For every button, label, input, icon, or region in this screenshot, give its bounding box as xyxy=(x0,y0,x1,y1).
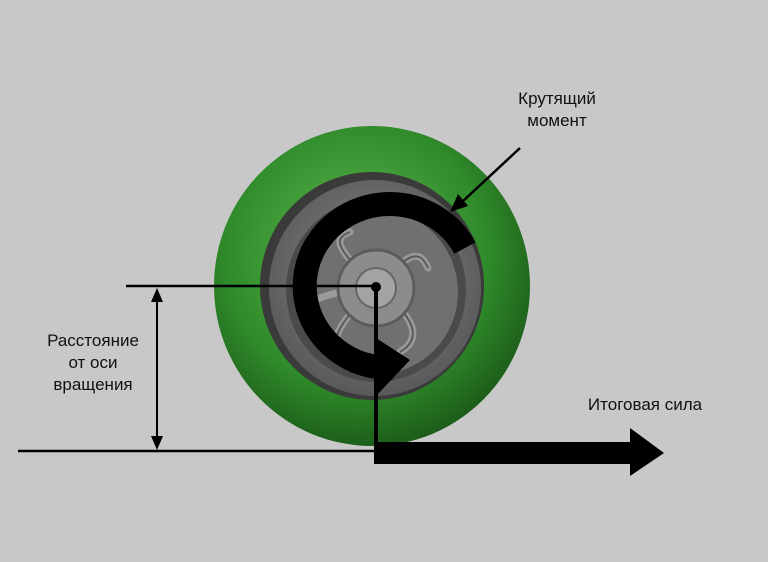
distance-label-line-3: вращения xyxy=(53,375,133,394)
torque-arc xyxy=(292,192,476,381)
distance-label-line-1: Расстояние xyxy=(47,331,139,350)
torque-pointer-line xyxy=(461,147,521,203)
force-arrow-head xyxy=(630,428,664,476)
torque-label-line-1: Крутящий xyxy=(518,89,596,108)
torque-label: Крутящий момент xyxy=(492,88,622,132)
distance-arrow-bottom xyxy=(151,436,163,450)
force-label-text: Итоговая сила xyxy=(587,395,703,414)
distance-label: Расстояние от оси вращения xyxy=(30,330,156,396)
distance-arrow-top xyxy=(151,288,163,302)
torque-pointer-arrowhead xyxy=(450,194,468,212)
torque-arc-arrowhead xyxy=(376,338,410,396)
force-label: Итоговая сила xyxy=(560,394,730,416)
force-arrow-shaft xyxy=(374,442,632,464)
torque-label-line-2: момент xyxy=(527,111,587,130)
distance-label-line-2: от оси xyxy=(68,353,118,372)
